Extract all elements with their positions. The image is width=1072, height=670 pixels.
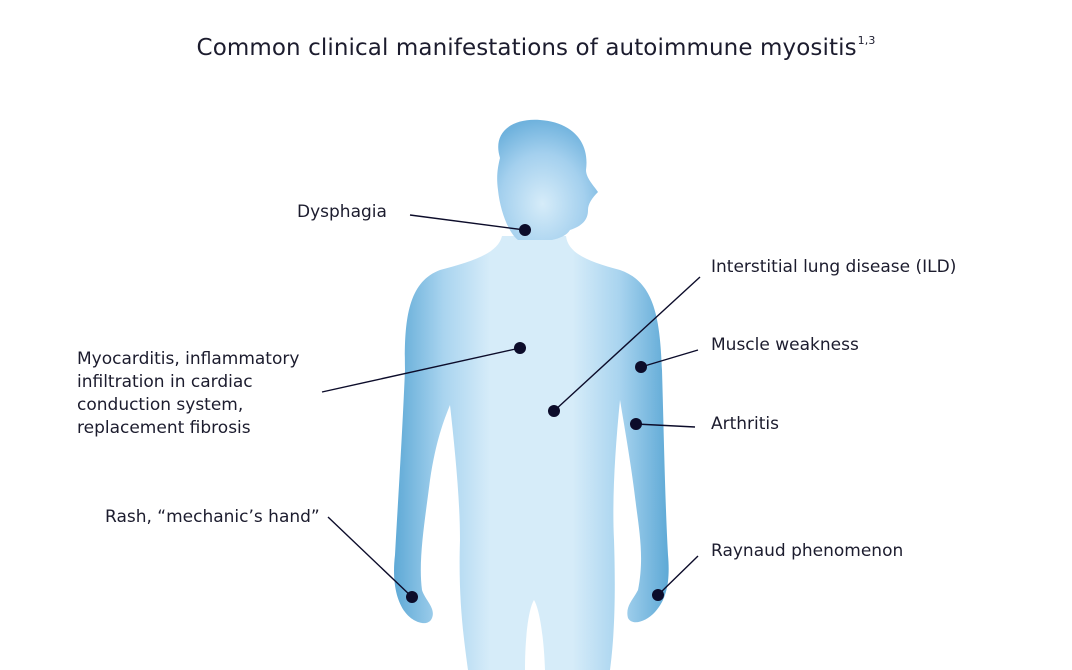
leader-lines [321, 214, 701, 598]
label-myocarditis-line-1: Myocarditis, inflammatory [77, 349, 300, 369]
marker-dysphagia [519, 224, 531, 236]
marker-muscle-weakness [635, 361, 647, 373]
page-title: Common clinical manifestations of autoim… [0, 34, 1072, 61]
label-rash: Rash, “mechanic’s hand” [105, 507, 320, 527]
marker-ild [548, 405, 560, 417]
label-ild: Interstitial lung disease (ILD) [711, 257, 957, 277]
label-muscle-weakness: Muscle weakness [711, 335, 859, 355]
leader-line-arthritis [635, 423, 696, 428]
marker-rash [406, 591, 418, 603]
label-myocarditis-line-3: conduction system, [77, 395, 244, 415]
leader-line-raynaud [657, 555, 699, 596]
marker-raynaud [652, 589, 664, 601]
label-myocarditis-line-4: replacement fibrosis [77, 418, 251, 438]
markers [406, 224, 664, 603]
title-text: Common clinical manifestations of autoim… [196, 35, 857, 61]
label-dysphagia: Dysphagia [297, 202, 387, 222]
marker-myocarditis [514, 342, 526, 354]
leader-line-muscle-weakness [640, 349, 699, 368]
leader-line-rash [327, 516, 413, 598]
label-myocarditis-line-2: infiltration in cardiac [77, 372, 253, 392]
label-arthritis: Arthritis [711, 414, 780, 434]
body-silhouette [394, 236, 669, 670]
label-raynaud: Raynaud phenomenon [711, 541, 904, 561]
leader-line-dysphagia [409, 214, 526, 231]
leader-line-myocarditis [321, 347, 521, 393]
marker-arthritis [630, 418, 642, 430]
label-myocarditis: Myocarditis, inflammatory infiltration i… [77, 348, 299, 440]
title-citation: 1,3 [857, 34, 876, 47]
head-silhouette [497, 119, 598, 240]
leader-line-ild [553, 276, 701, 412]
